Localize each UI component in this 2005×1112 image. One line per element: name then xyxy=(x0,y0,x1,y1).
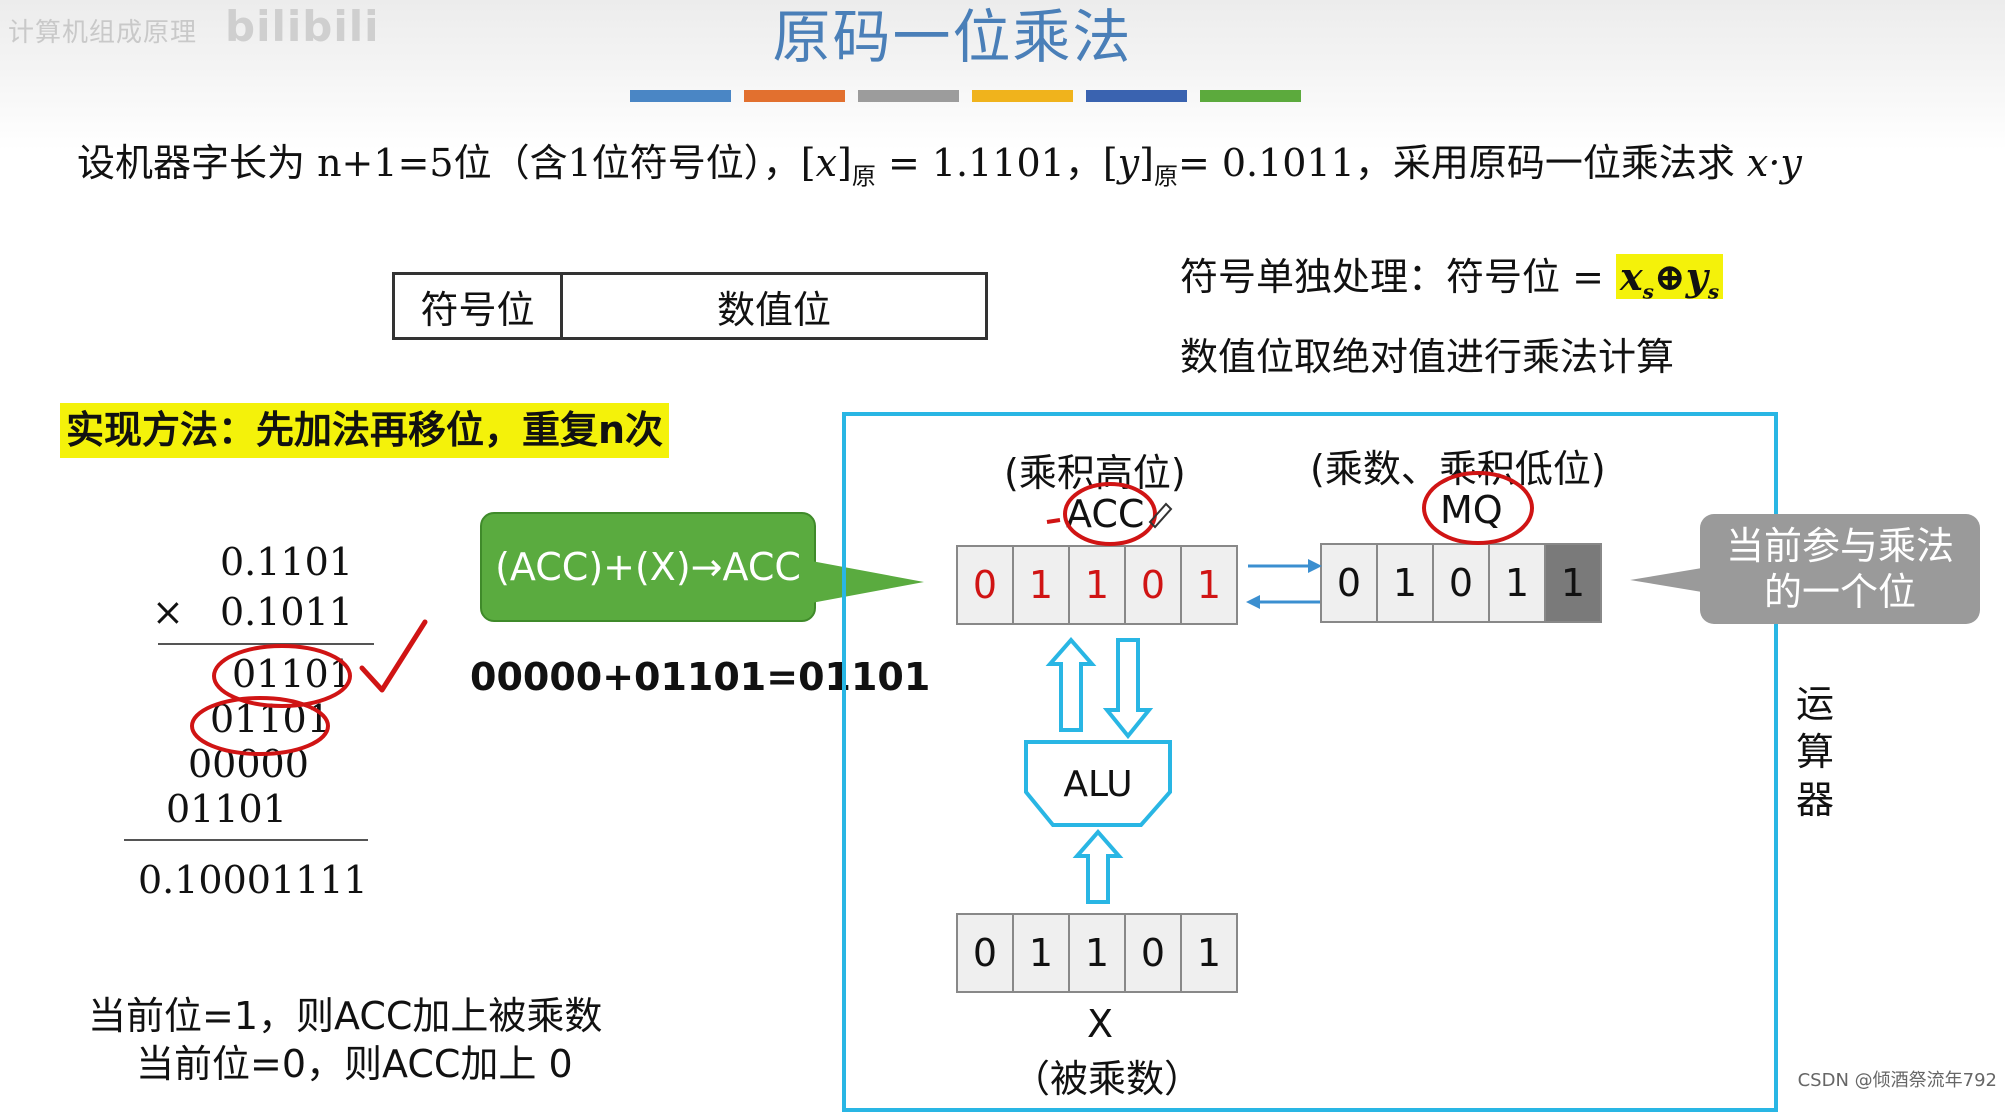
x-to-alu-arrow xyxy=(1072,828,1124,904)
arrow-head xyxy=(1308,559,1322,573)
x-caption: （被乘数） xyxy=(1012,1057,1203,1101)
format-box: 符号位 数值位 xyxy=(392,272,988,340)
multiplicand: 0.1101 xyxy=(220,540,353,584)
operation-bubble: (ACC)+(X)→ACC xyxy=(480,512,816,622)
acc-bit: 0 xyxy=(956,545,1014,625)
title-color-bars xyxy=(630,90,1301,102)
color-bar xyxy=(630,90,731,102)
x-bit: 1 xyxy=(1012,913,1070,993)
acc-label: ACC xyxy=(1066,492,1145,536)
header-background xyxy=(0,0,2005,150)
x-bit: 1 xyxy=(1068,913,1126,993)
x-label: X xyxy=(1087,1002,1114,1046)
calc-result: 0.10001111 xyxy=(138,858,368,902)
partial-product: 01101 xyxy=(166,787,287,831)
alu-label: ALU xyxy=(1063,764,1132,805)
mq-label: MQ xyxy=(1440,488,1503,532)
alu-block xyxy=(1024,740,1172,827)
acc-bit: 1 xyxy=(1068,545,1126,625)
format-sign-cell: 符号位 xyxy=(395,275,563,337)
check-mark-icon xyxy=(359,619,428,693)
calc-divider xyxy=(124,839,368,841)
mq-bit: 1 xyxy=(1376,543,1434,623)
bubble-tail xyxy=(806,560,924,604)
x-register: 0 1 1 0 1 xyxy=(956,913,1238,993)
multiplier: 0.1011 xyxy=(220,590,353,634)
color-bar xyxy=(972,90,1073,102)
xor-formula: xs⊕ys xyxy=(1616,254,1724,304)
format-value-cell: 数值位 xyxy=(716,287,831,332)
credit-watermark: CSDN @倾酒祭流年792 xyxy=(1797,1070,1997,1091)
color-bar xyxy=(858,90,959,102)
partial-annotation-circle xyxy=(212,644,352,708)
times-sign: × xyxy=(152,590,184,634)
problem-statement: 设机器字长为 n+1=5位（含1位符号位），[x]原 = 1.1101，[y]原… xyxy=(77,141,1802,191)
alu-to-acc-arrow xyxy=(1045,636,1097,732)
rule-bit-one: 当前位=1，则ACC加上被乘数 xyxy=(88,994,603,1038)
color-bar xyxy=(744,90,845,102)
mq-bit: 0 xyxy=(1320,543,1378,623)
partial-product: 01101 xyxy=(232,652,353,696)
acc-annotation-circle xyxy=(1063,482,1157,546)
x-bit: 1 xyxy=(1180,913,1238,993)
callout-tail xyxy=(1630,568,1702,592)
acc-to-alu-arrow xyxy=(1102,638,1154,740)
color-bar xyxy=(1086,90,1187,102)
mq-register: 0 1 0 1 1 xyxy=(1320,543,1602,623)
sign-note: 符号单独处理：符号位 = xs⊕ys xyxy=(1180,246,1724,304)
current-bit-callout: 当前参与乘法的一个位 xyxy=(1700,514,1980,624)
mq-annotation-circle xyxy=(1422,471,1534,545)
abs-note: 数值位取绝对值进行乘法计算 xyxy=(1180,335,1675,379)
acc-bit: 1 xyxy=(1180,545,1238,625)
partial-annotation-circle xyxy=(190,696,330,756)
rule-bit-zero: 当前位=0，则ACC加上 0 xyxy=(136,1042,573,1086)
calc-divider xyxy=(158,643,374,645)
pencil-icon xyxy=(1148,502,1173,529)
annotation-dash xyxy=(1046,518,1061,524)
arrow-head xyxy=(1246,595,1260,609)
mq-current-bit: 1 xyxy=(1544,543,1602,623)
slide-title: 原码一位乘法 xyxy=(772,3,1133,71)
arithmetic-unit-label: 运 算 器 xyxy=(1795,682,1834,822)
acc-register: 0 1 1 0 1 xyxy=(956,545,1238,625)
method-highlight: 实现方法：先加法再移位，重复n次 xyxy=(60,403,670,458)
x-bit: 0 xyxy=(1124,913,1182,993)
partial-product: 00000 xyxy=(188,742,309,786)
mq-bit: 0 xyxy=(1432,543,1490,623)
mq-caption: (乘数、乘积低位) xyxy=(1310,447,1606,491)
sum-line: 00000+01101=01101 xyxy=(470,655,931,699)
color-bar xyxy=(1200,90,1301,102)
